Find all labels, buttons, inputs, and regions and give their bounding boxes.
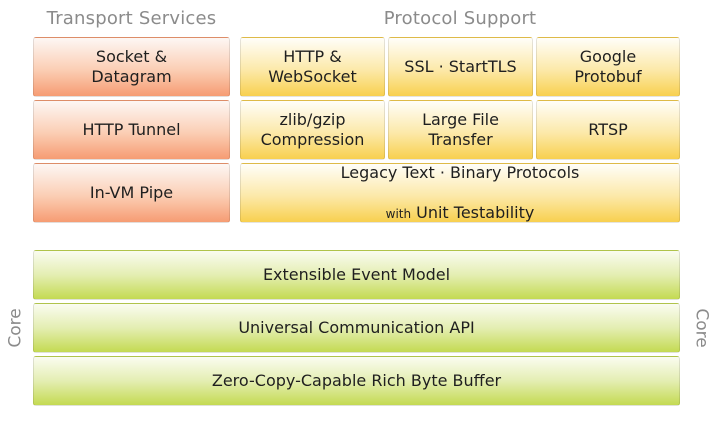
legacy-label: Legacy Text · Binary Protocols with Unit … [341,143,580,244]
protocol-box-http-websocket: HTTP & WebSocket [240,37,385,97]
transport-box-invm-pipe: In-VM Pipe [33,163,230,223]
protocol-box-legacy-protocols: Legacy Text · Binary Protocols with Unit … [240,163,680,223]
protocol-box-zlib-gzip: zlib/gzip Compression [240,100,385,160]
core-label-left-text: Core [6,308,27,348]
protocol-box-rtsp: RTSP [536,100,680,160]
core-label-right: Core [687,250,717,406]
legacy-line1: Legacy Text · Binary Protocols [340,162,580,182]
protocol-box-google-protobuf: Google Protobuf [536,37,680,97]
protocol-box-large-file-transfer: Large File Transfer [388,100,533,160]
core-box-event-model: Extensible Event Model [33,250,680,300]
core-box-byte-buffer: Zero-Copy-Capable Rich Byte Buffer [33,356,680,406]
core-box-communication-api: Universal Communication API [33,303,680,353]
protocol-box-ssl-starttls: SSL · StartTLS [388,37,533,97]
transport-box-http-tunnel: HTTP Tunnel [33,100,230,160]
core-label-right-text: Core [692,308,713,348]
legacy-line2-text: Unit Testability [416,202,535,222]
legacy-line2: with Unit Testability [341,203,580,224]
protocol-support-header: Protocol Support [383,8,537,29]
core-label-left: Core [1,250,31,406]
transport-box-socket-datagram: Socket & Datagram [33,37,230,97]
transport-services-header: Transport Services [46,8,217,29]
legacy-with-word: with [385,206,412,221]
